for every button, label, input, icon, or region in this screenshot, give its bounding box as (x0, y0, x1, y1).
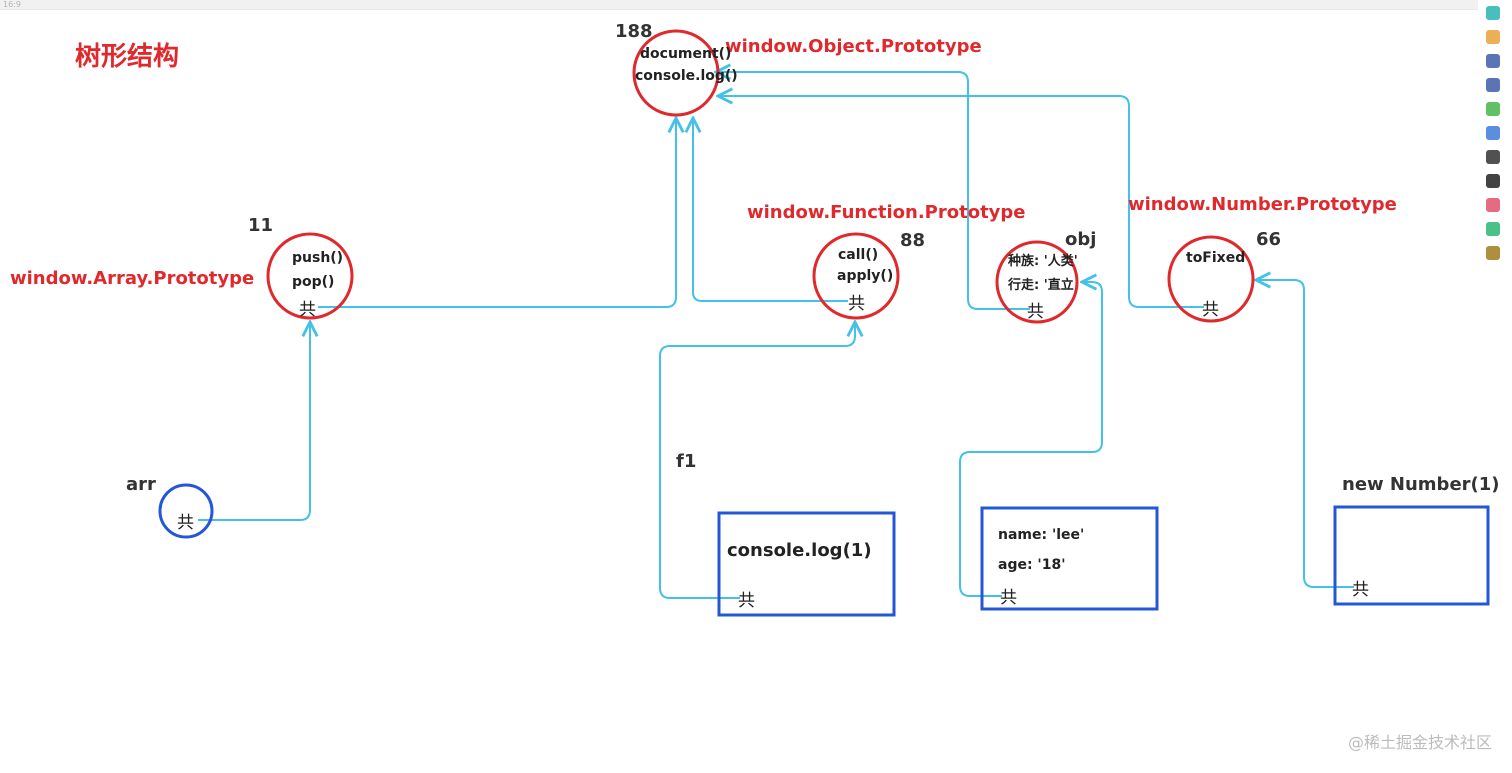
cat-icon[interactable] (1486, 174, 1500, 188)
link-f1-to-function (659, 322, 855, 599)
top-bar: 16:9 (0, 0, 1478, 10)
number-proto-marker: 共 (1202, 300, 1219, 320)
obj-instance-box (980, 506, 1159, 611)
grid-icon[interactable] (1486, 78, 1500, 92)
layers-icon[interactable] (1486, 54, 1500, 68)
array-prototype-node (266, 232, 354, 320)
number-instance-box (1333, 505, 1490, 606)
circle-emoji-icon[interactable] (1486, 30, 1500, 44)
object-member-document: document() (640, 46, 731, 62)
inbox-icon[interactable] (1486, 126, 1500, 140)
obj-member-race: 种族: '人类' (1007, 253, 1078, 269)
link-function-to-object (693, 118, 848, 302)
number-prototype-node (1167, 235, 1255, 323)
object-prototype-id: 188 (615, 21, 653, 42)
number-member-tofixed: toFixed (1186, 250, 1245, 266)
number-instance-label: new Number(1) (1342, 474, 1500, 495)
f1-body: console.log(1) (727, 540, 872, 561)
obj-instance-age: age: '18' (998, 557, 1066, 573)
obj-instance-name: name: 'lee' (998, 527, 1084, 543)
f1-label: f1 (676, 451, 696, 472)
f1-instance-box (717, 511, 896, 617)
arr-label: arr (126, 474, 156, 495)
obj-label: obj (1065, 229, 1096, 250)
obj-proto-marker: 共 (1027, 302, 1044, 322)
link-arr-to-array (198, 322, 310, 521)
number-instance-proto-marker: 共 (1352, 580, 1369, 600)
arr-instance-node (158, 483, 214, 539)
diagram-title: 树形结构 (75, 42, 179, 72)
link-objinstance-to-obj (959, 282, 1103, 597)
aspect-ratio-label: 16:9 (3, 0, 21, 9)
function-prototype-label: window.Function.Prototype (747, 202, 1026, 223)
link-numberinstance-to-number (1256, 280, 1354, 588)
obj-instance-proto-marker: 共 (1000, 588, 1017, 608)
square-icon[interactable] (1486, 150, 1500, 164)
cube-icon[interactable] (1486, 198, 1500, 212)
doc-icon[interactable] (1486, 246, 1500, 260)
link-obj-to-object (716, 72, 1030, 310)
array-member-push: push() (292, 250, 343, 266)
obj-prototype-node (995, 240, 1079, 324)
watermark: @稀土掘金技术社区 (1347, 733, 1492, 752)
link-number-to-object (718, 96, 1204, 308)
f1-proto-marker: 共 (738, 591, 755, 611)
object-prototype-label: window.Object.Prototype (725, 36, 982, 57)
function-member-apply: apply() (837, 268, 893, 284)
function-member-call: call() (838, 247, 878, 263)
toggle-icon[interactable] (1486, 222, 1500, 236)
object-member-console: console.log() (635, 68, 738, 84)
function-prototype-node (812, 232, 900, 320)
array-member-pop: pop() (292, 274, 334, 290)
array-proto-marker: 共 (299, 300, 316, 320)
bird-icon[interactable] (1486, 6, 1500, 20)
function-prototype-id: 88 (900, 230, 925, 251)
object-prototype-node (632, 29, 720, 117)
array-prototype-id: 11 (248, 215, 273, 236)
link-array-to-object (318, 118, 676, 308)
number-prototype-label: window.Number.Prototype (1128, 194, 1397, 215)
obj-member-walk: 行走: '直立 (1007, 277, 1074, 293)
arr-proto-marker: 共 (177, 513, 194, 533)
function-proto-marker: 共 (848, 294, 865, 314)
array-prototype-label: window.Array.Prototype (10, 268, 254, 289)
android-icon[interactable] (1486, 102, 1500, 116)
number-prototype-id: 66 (1256, 229, 1281, 250)
